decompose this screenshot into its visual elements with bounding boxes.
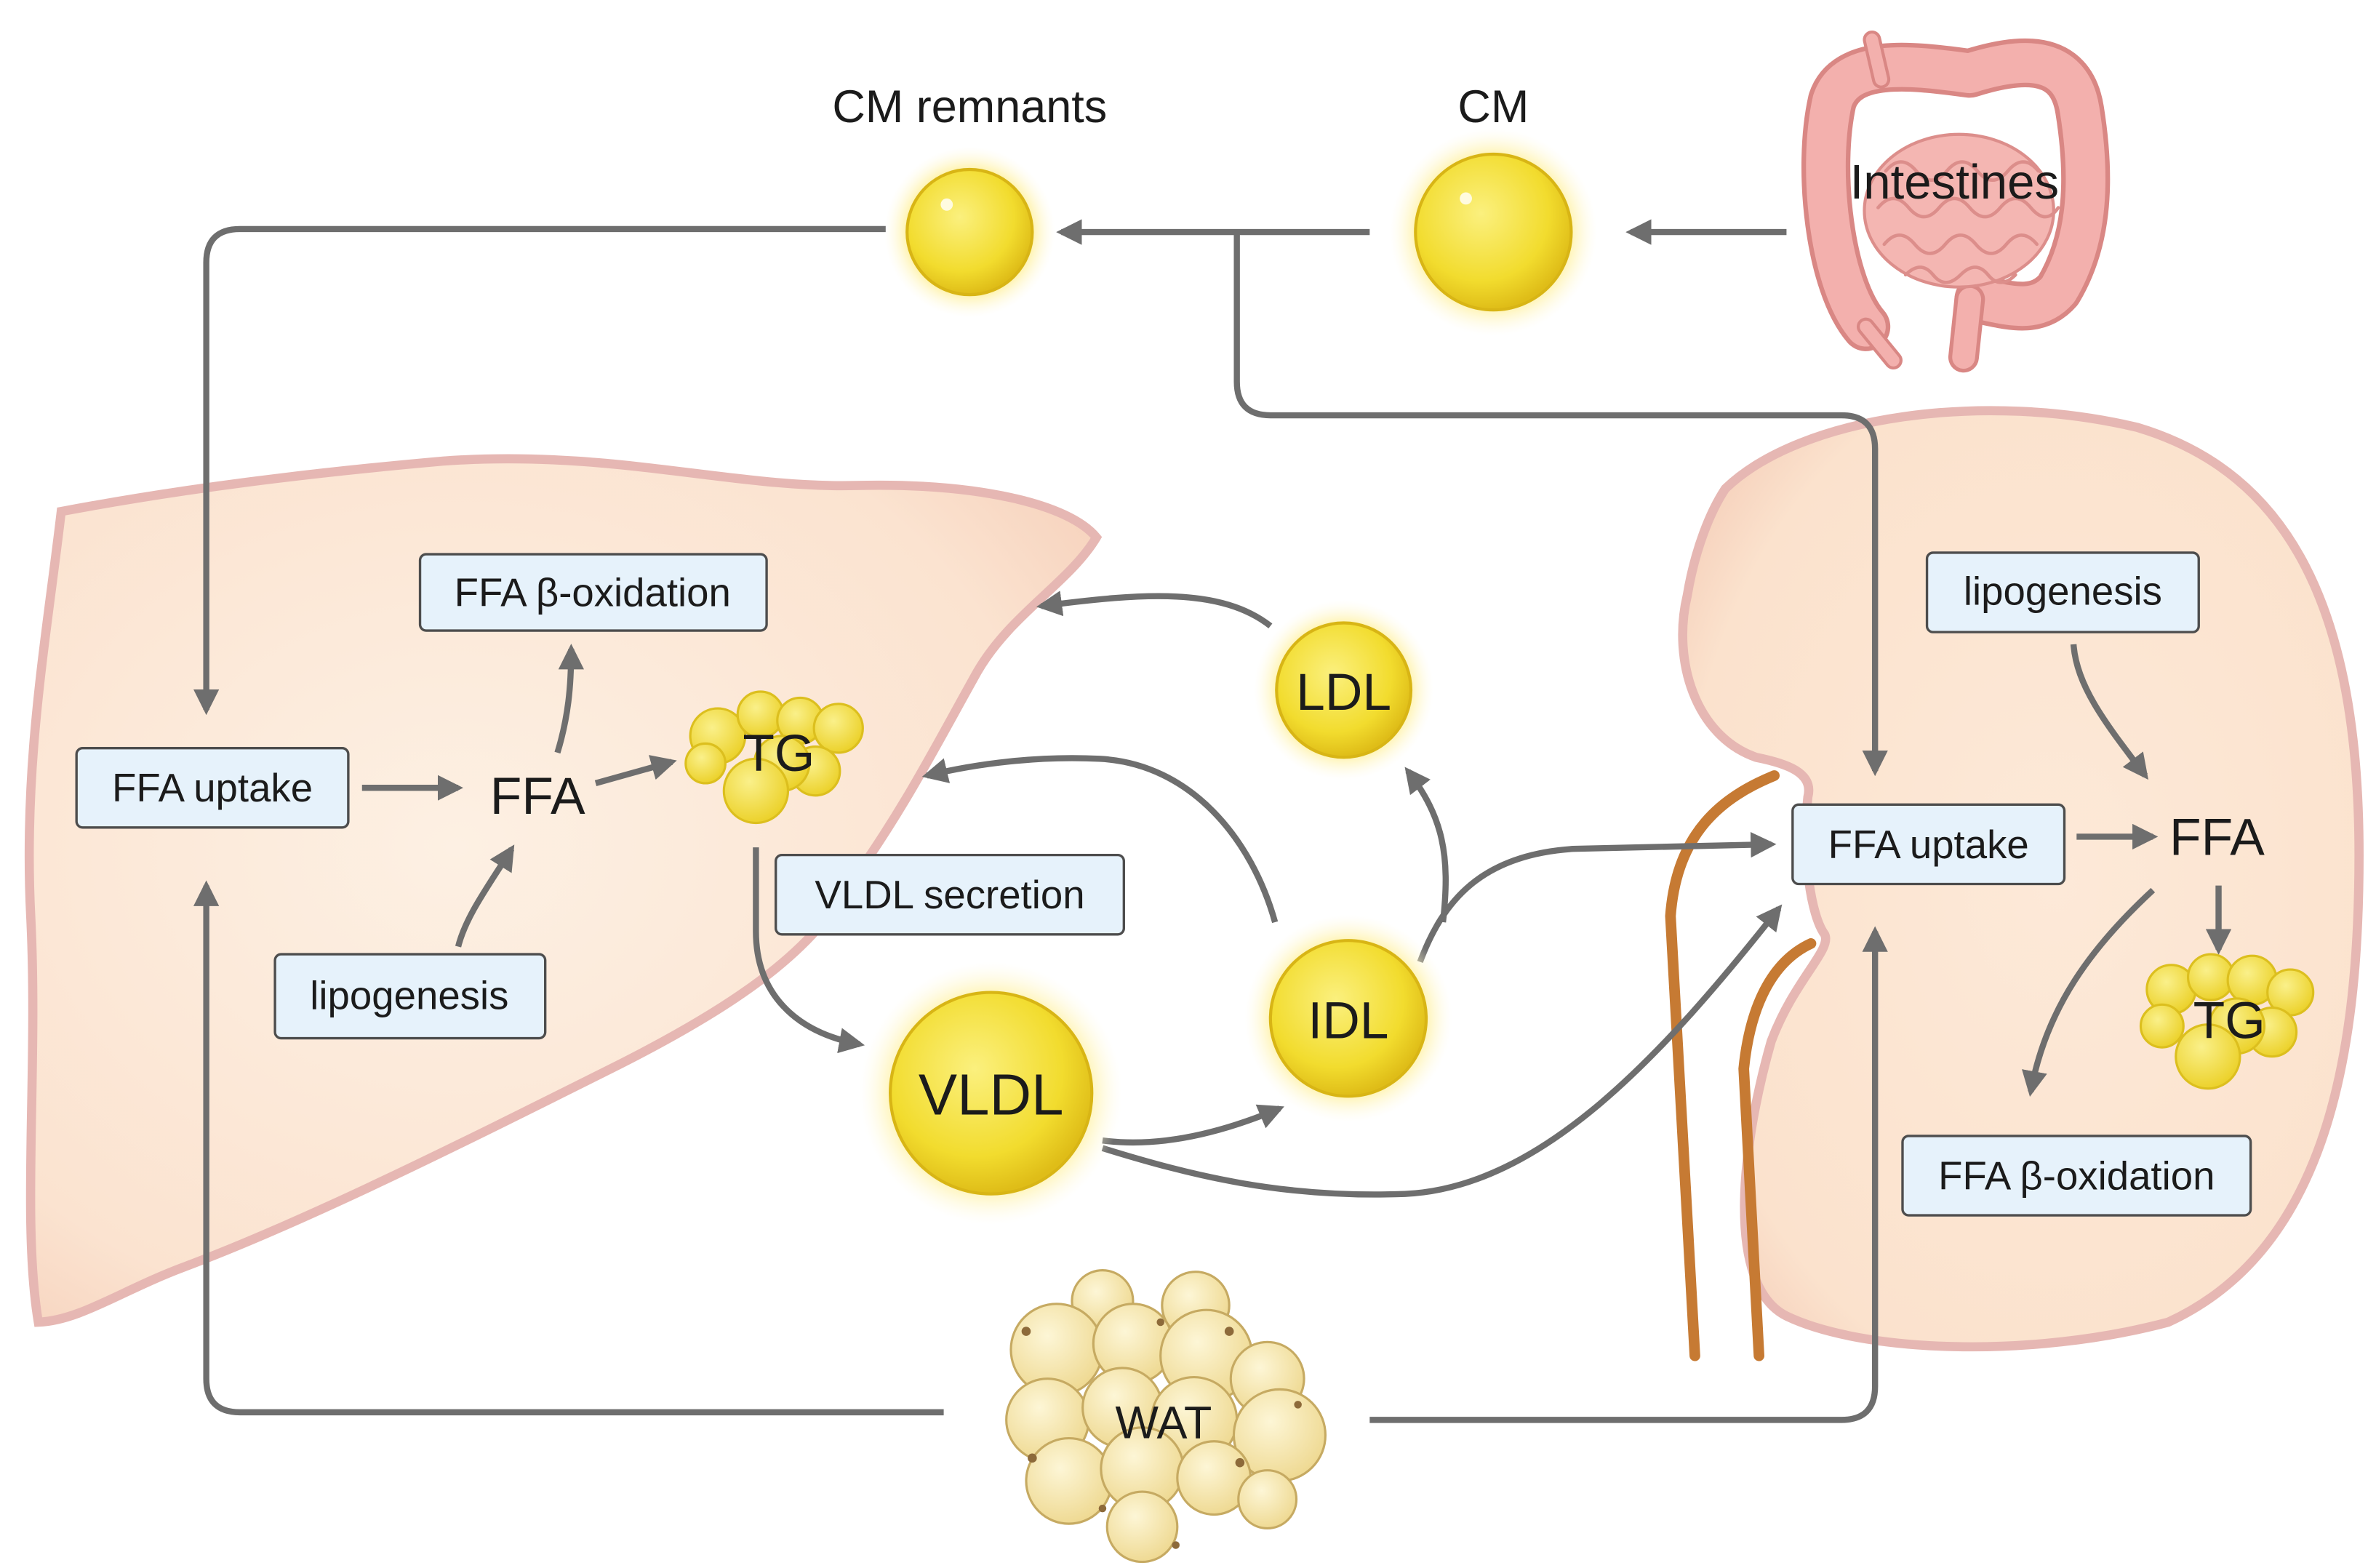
ldl-particle: LDL — [1253, 600, 1434, 780]
intestines-icon — [1801, 30, 2111, 373]
kidney-lipogenesis-box: lipogenesis — [1925, 551, 2200, 633]
kidney-ffa-beta-oxidation-label: FFA β-oxidation — [1938, 1153, 2215, 1198]
kidney-tg-label: TG — [2193, 992, 2265, 1050]
idl-label: IDL — [1308, 992, 1388, 1050]
cm-particle — [1389, 128, 1598, 336]
arrow-ldl-to-liver — [1036, 591, 1273, 629]
cm-title: CM — [1457, 81, 1529, 132]
idl-particle: IDL — [1244, 914, 1452, 1122]
ldl-label: LDL — [1296, 663, 1391, 721]
kidney-ffa-label: FFA — [2169, 809, 2265, 867]
arrow-liver-lipogenesis-to-ffa — [455, 844, 515, 948]
arrow-cm-remnants-to-liver-ffa-uptake — [193, 225, 886, 716]
arrow-idl-to-liver — [921, 755, 1279, 924]
kidney-ffa-uptake-box: FFA uptake — [1791, 803, 2066, 886]
arrow-vldl-to-idl — [1102, 1104, 1284, 1146]
renal-vessels — [1665, 770, 1817, 1361]
renal-vessel-upper — [1665, 770, 1780, 1361]
liver-lipogenesis-label: lipogenesis — [310, 974, 508, 1018]
arrow-kidney-ffa-to-beta-oxidation — [2022, 887, 2156, 1097]
kidney-ffa-beta-oxidation-box: FFA β-oxidation — [1901, 1135, 2252, 1217]
intestines-label: Intestines — [1850, 155, 2059, 209]
arrow-liver-ffa-to-tg — [594, 755, 677, 786]
kidney-ffa-uptake-label: FFA uptake — [1828, 823, 2029, 867]
arrow-wat-to-liver — [193, 880, 944, 1416]
adipose-tissue-icon: WAT — [1005, 1269, 1327, 1564]
liver-ffa-beta-oxidation-label: FFA β-oxidation — [455, 570, 731, 615]
liver-lipogenesis-box: lipogenesis — [273, 953, 547, 1040]
liver-ffa-label: FFA — [490, 767, 585, 825]
vldl-particle: VLDL — [860, 961, 1123, 1225]
cm-remnants-particle — [884, 146, 1055, 318]
liver-ffa-uptake-label: FFA uptake — [112, 766, 313, 810]
cm-remnants-title: CM remnants — [832, 81, 1107, 132]
arrows — [193, 219, 2232, 1423]
arrow-tg-to-vldl — [753, 847, 865, 1054]
arrow-vldl-to-kidney — [1101, 904, 1783, 1198]
kidney-tg-droplets: TG — [2139, 953, 2315, 1090]
liver-tg-label: TG — [743, 724, 815, 783]
liver-ffa-uptake-box: FFA uptake — [75, 746, 350, 829]
arrow-kidney-lipogenesis-to-ffa — [2070, 644, 2149, 780]
arrow-liver-ffa-to-beta-oxidation — [554, 644, 585, 754]
renal-vessel-lower — [1738, 938, 1817, 1361]
arrow-idl-to-kidney-ffa-uptake — [1417, 831, 1777, 964]
kidney-lipogenesis-label: lipogenesis — [1964, 569, 2162, 613]
wat-label: WAT — [1115, 1398, 1212, 1449]
liver-tg-droplets: TG — [684, 690, 864, 825]
arrow-cm-to-kidney-ffa-uptake — [1233, 232, 1888, 777]
arrow-idl-to-ldl — [1404, 767, 1449, 923]
vldl-secretion-box: VLDL secretion — [775, 853, 1126, 936]
liver-ffa-beta-oxidation-box: FFA β-oxidation — [418, 553, 768, 632]
arrow-wat-to-kidney — [1369, 926, 1888, 1423]
vldl-secretion-label: VLDL secretion — [815, 873, 1084, 917]
vldl-label: VLDL — [919, 1063, 1064, 1127]
